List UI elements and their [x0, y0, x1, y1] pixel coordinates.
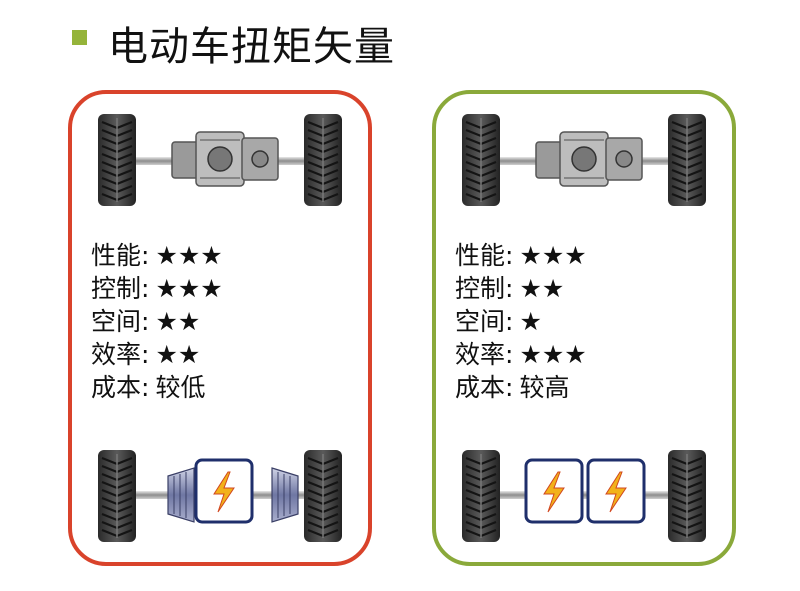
spec-space: 空间:★	[455, 307, 542, 336]
spec-list: 性能:★★★ 控制:★★★ 空间:★★ 效率:★★ 成本:较低	[91, 239, 223, 404]
front-axle	[72, 102, 368, 212]
card-dual-motor: 性能:★★★ 控制:★★ 空间:★ 效率:★★★ 成本:较高	[432, 90, 736, 566]
spec-cost: 成本:较低	[91, 373, 206, 402]
spec-efficiency: 效率:★★	[91, 340, 201, 369]
card-single-motor: 性能:★★★ 控制:★★★ 空间:★★ 效率:★★ 成本:较低	[68, 90, 372, 566]
front-axle	[436, 102, 732, 212]
spec-control: 控制:★★★	[91, 274, 223, 303]
spec-performance: 性能:★★★	[455, 241, 587, 270]
tire-icon	[96, 448, 138, 544]
tire-icon	[460, 112, 502, 208]
lightning-icon	[524, 458, 584, 524]
spec-performance: 性能:★★★	[91, 241, 223, 270]
spec-efficiency: 效率:★★★	[455, 340, 587, 369]
motor-icon	[167, 467, 299, 523]
spec-control: 控制:★★	[455, 274, 565, 303]
tire-icon	[666, 448, 708, 544]
title-bullet	[72, 30, 87, 45]
tire-icon	[460, 448, 502, 544]
lightning-icon	[586, 458, 646, 524]
tire-icon	[96, 112, 138, 208]
tire-icon	[302, 448, 344, 544]
spec-space: 空间:★★	[91, 307, 201, 336]
rear-axle	[72, 446, 368, 556]
tire-icon	[302, 112, 344, 208]
spec-cost: 成本:较高	[455, 373, 570, 402]
rear-axle	[436, 446, 732, 556]
page-title: 电动车扭矩矢量	[108, 24, 395, 70]
tire-icon	[666, 112, 708, 208]
lightning-icon	[194, 458, 254, 524]
spec-list: 性能:★★★ 控制:★★ 空间:★ 效率:★★★ 成本:较高	[455, 239, 587, 404]
motor-icon	[171, 131, 279, 187]
motor-icon	[535, 131, 643, 187]
